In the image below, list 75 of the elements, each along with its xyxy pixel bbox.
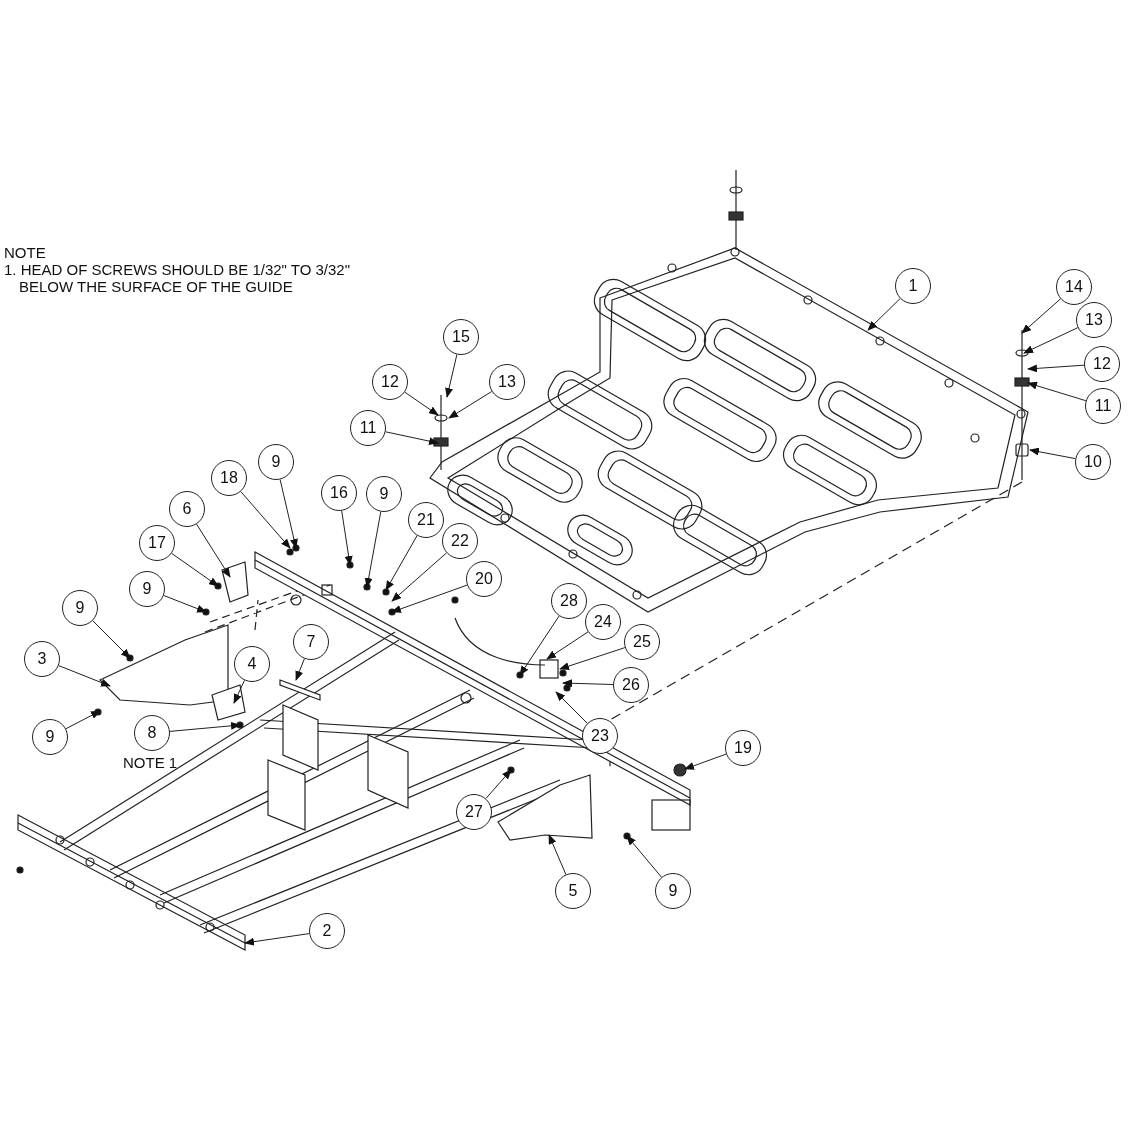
- leader-line: [391, 552, 447, 602]
- callout-number: 1: [895, 268, 931, 304]
- callout-number: 11: [1085, 388, 1121, 424]
- leader-line: [58, 665, 111, 687]
- callout-number: 10: [1075, 444, 1111, 480]
- leader-line: [163, 595, 207, 613]
- callout-number: 9: [129, 571, 165, 607]
- callout-number: 6: [169, 491, 205, 527]
- callout-number: 22: [442, 523, 478, 559]
- callout-number: 21: [408, 502, 444, 538]
- leader-line: [385, 431, 439, 446]
- callout-number: 9: [366, 476, 402, 512]
- leader-line: [1029, 447, 1076, 460]
- callout-number: 5: [555, 873, 591, 909]
- leader-line: [244, 933, 310, 946]
- leader-line: [295, 658, 305, 681]
- leader-line: [1027, 364, 1085, 373]
- callout-number: 17: [139, 525, 175, 561]
- callout-number: 4: [234, 646, 270, 682]
- callout-number: 18: [211, 460, 247, 496]
- callout-number: 16: [321, 475, 357, 511]
- leader-line: [559, 647, 626, 670]
- leader-line: [364, 511, 382, 588]
- callout-number: 12: [372, 364, 408, 400]
- leader-line: [385, 535, 418, 591]
- callout-number: 24: [585, 604, 621, 640]
- leader-line: [196, 523, 231, 578]
- leader-line: [448, 391, 493, 419]
- callout-number: 8: [134, 715, 170, 751]
- leader-line: [485, 769, 512, 799]
- leader-line: [404, 391, 439, 416]
- callout-number: 14: [1056, 269, 1092, 305]
- leader-line: [867, 298, 901, 331]
- note-text: 1. HEAD OF SCREWS SHOULD BE 1/32" TO 3/32" BELOW THE SURFACE OF THE GUIDE: [4, 261, 352, 295]
- callout-number: 23: [582, 718, 618, 754]
- leader-line: [169, 721, 241, 732]
- leader-line: [65, 710, 101, 730]
- callout-number: 28: [551, 583, 587, 619]
- leader-line: [171, 552, 219, 587]
- callout-number: 9: [258, 444, 294, 480]
- callout-number: 9: [32, 719, 68, 755]
- callout-number: 9: [62, 590, 98, 626]
- callout-number: 12: [1084, 346, 1120, 382]
- leader-line: [1027, 381, 1087, 402]
- leader-line: [240, 491, 291, 549]
- callout-number: 20: [466, 561, 502, 597]
- leader-line: [546, 631, 589, 660]
- leader-line: [279, 479, 298, 549]
- callout-number: 19: [725, 730, 761, 766]
- callout-number: 11: [350, 410, 386, 446]
- leader-line: [92, 620, 131, 659]
- callout-number: 13: [489, 364, 525, 400]
- callout-number: 26: [613, 667, 649, 703]
- callout-number: 9: [655, 873, 691, 909]
- leader-line: [555, 691, 588, 724]
- callout-number: 25: [624, 624, 660, 660]
- callout-number: 15: [443, 319, 479, 355]
- leader-line: [626, 835, 662, 878]
- note-reference: NOTE 1: [123, 754, 178, 771]
- leader-line: [684, 753, 727, 770]
- leader-line: [341, 510, 353, 566]
- leader-line: [1023, 327, 1079, 354]
- leader-line: [562, 679, 614, 688]
- callout-number: 27: [456, 794, 492, 830]
- callout-number: 7: [293, 624, 329, 660]
- leader-line: [519, 615, 560, 676]
- callout-number: 3: [24, 641, 60, 677]
- callout-number: 2: [309, 913, 345, 949]
- leader-line: [233, 679, 245, 704]
- callout-number: 13: [1076, 302, 1112, 338]
- leader-line: [445, 354, 458, 398]
- leader-line: [391, 584, 468, 613]
- leader-line: [1021, 298, 1061, 334]
- note-heading: NOTE: [4, 244, 46, 261]
- leader-line: [548, 834, 567, 875]
